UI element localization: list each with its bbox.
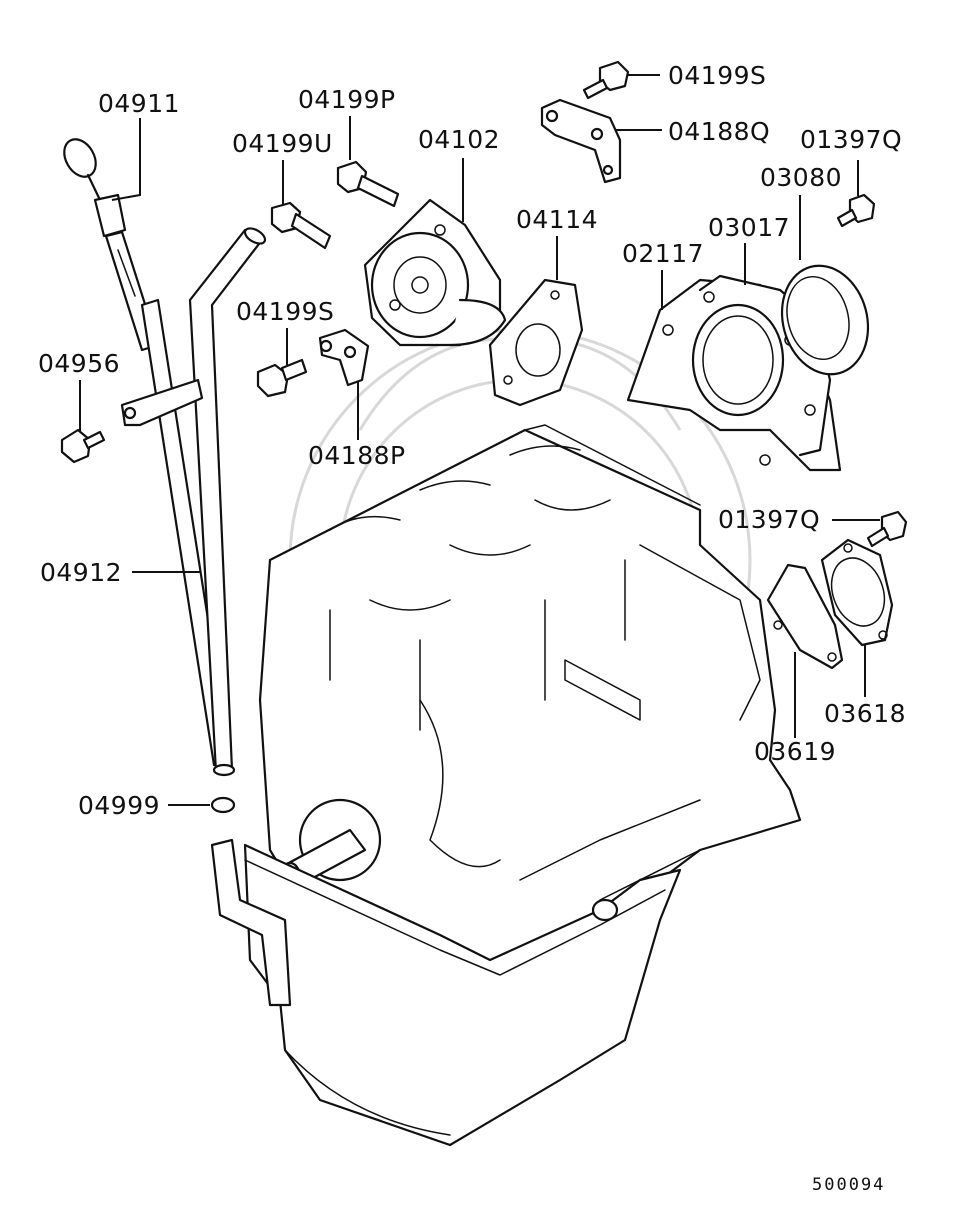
label-04102: 04102 bbox=[418, 125, 500, 154]
bracket-04188P bbox=[318, 328, 370, 387]
bolt-04956 bbox=[60, 428, 106, 464]
label-01397Q-top: 01397Q bbox=[800, 125, 902, 154]
label-04956: 04956 bbox=[38, 349, 120, 378]
label-04199U: 04199U bbox=[232, 129, 333, 158]
label-04188P: 04188P bbox=[308, 441, 406, 470]
oil-pan bbox=[210, 838, 682, 1147]
label-04188Q: 04188Q bbox=[668, 117, 770, 146]
bolt-04199U bbox=[270, 201, 332, 250]
label-02117: 02117 bbox=[622, 239, 704, 268]
label-04911: 04911 bbox=[98, 89, 180, 118]
label-04199P: 04199P bbox=[298, 85, 396, 114]
label-04912: 04912 bbox=[40, 558, 122, 587]
leader-lines bbox=[79, 74, 880, 806]
part-labels: 04911 04199P 04199S 04188Q 01397Q 04199U… bbox=[38, 61, 906, 1195]
diagram-code: 500094 bbox=[812, 1175, 885, 1195]
bolt-04199S-mid bbox=[256, 358, 308, 398]
label-03017: 03017 bbox=[708, 213, 790, 242]
o-ring bbox=[210, 796, 236, 814]
label-03619: 03619 bbox=[754, 737, 836, 766]
dipstick-guide-tube bbox=[120, 227, 267, 777]
label-03618: 03618 bbox=[824, 699, 906, 728]
cover-03618 bbox=[820, 538, 894, 647]
oil-dipstick bbox=[63, 138, 232, 767]
oil-pump-gasket bbox=[488, 278, 584, 407]
gasket-03619 bbox=[766, 563, 844, 670]
bolt-04199S-top bbox=[582, 60, 630, 100]
oil-pump bbox=[363, 198, 507, 347]
engine-block bbox=[258, 424, 802, 987]
label-04199S-top: 04199S bbox=[668, 61, 766, 90]
bolt-01397Q-mid bbox=[866, 510, 908, 548]
bracket-04188Q bbox=[540, 98, 622, 184]
label-04999: 04999 bbox=[78, 791, 160, 820]
rear-oil-seal bbox=[780, 264, 870, 376]
bolt-04199P bbox=[336, 160, 400, 208]
label-03080: 03080 bbox=[760, 163, 842, 192]
bolt-01397Q-top bbox=[836, 193, 876, 228]
label-04199S-mid: 04199S bbox=[236, 297, 334, 326]
label-04114: 04114 bbox=[516, 205, 598, 234]
label-01397Q-mid: 01397Q bbox=[718, 505, 820, 534]
